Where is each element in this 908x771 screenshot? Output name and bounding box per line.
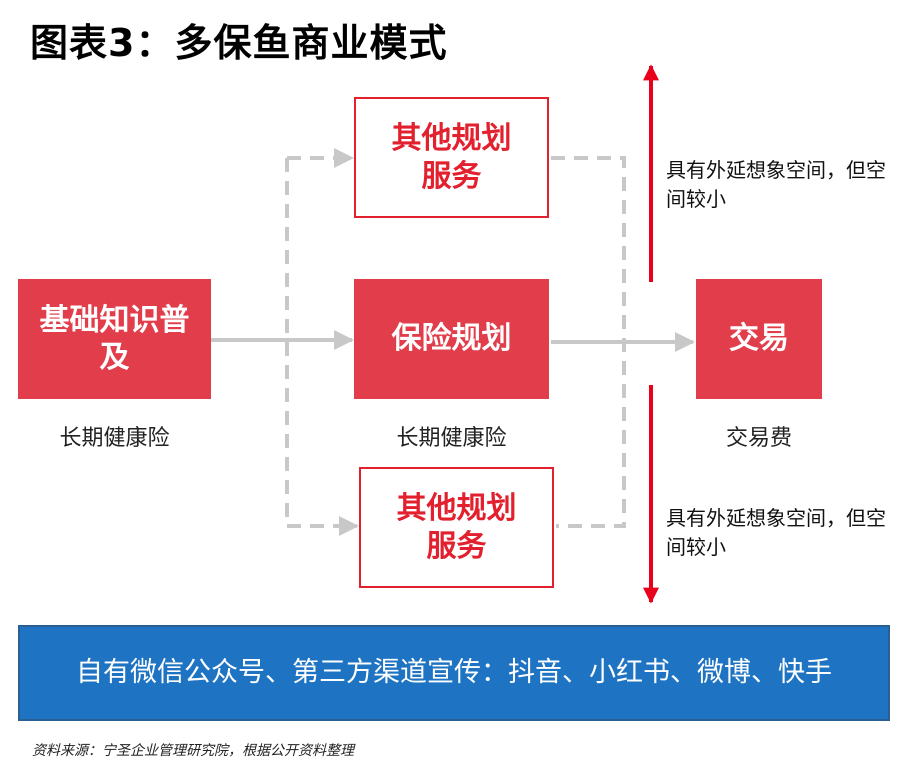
other-service-box-bottom: 其他规划服务 — [359, 467, 554, 588]
other-service-box-top: 其他规划服务 — [354, 97, 549, 218]
channel-banner: 自有微信公众号、第三方渠道宣传：抖音、小红书、微博、快手 — [18, 625, 890, 721]
page-title: 图表3：多保鱼商业模式 — [30, 21, 448, 65]
lower-expansion-note: 具有外延想象空间，但空间较小 — [666, 506, 886, 559]
foundation-caption: 长期健康险 — [59, 426, 170, 451]
source-note: 资料来源：宁圣企业管理研究院，根据公开资料整理 — [32, 743, 354, 759]
insurance-planning-box: 保险规划 — [354, 279, 549, 399]
trade-box: 交易 — [696, 279, 822, 399]
collector-right-dashed — [551, 156, 626, 528]
foundation-knowledge-box: 基础知识普及 — [18, 279, 211, 399]
trade-caption: 交易费 — [725, 426, 792, 451]
planning-caption: 长期健康险 — [396, 426, 507, 451]
upper-expansion-note: 具有外延想象空间，但空间较小 — [666, 158, 886, 211]
